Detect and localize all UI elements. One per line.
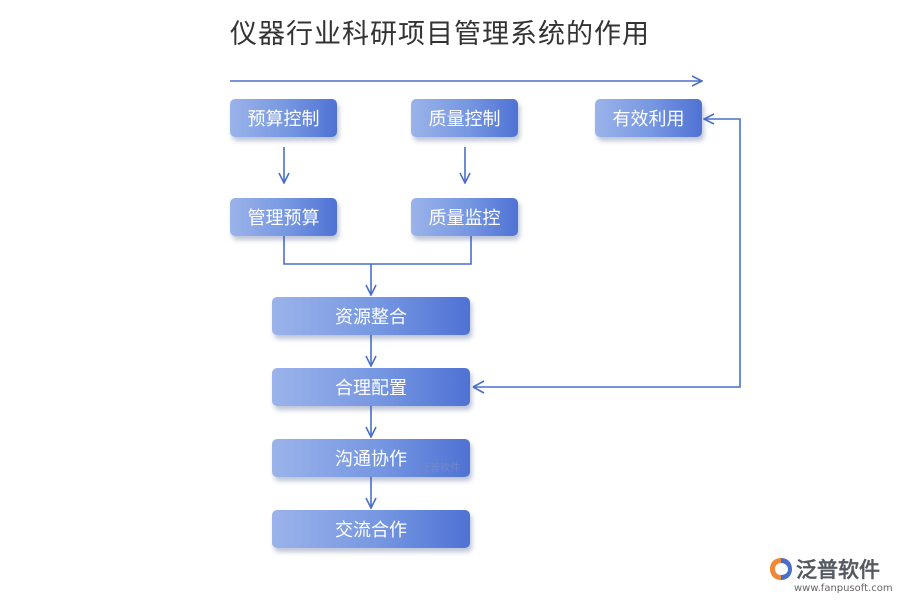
node-exchange: 交流合作 [272, 510, 470, 548]
node-budget-control: 预算控制 [230, 99, 337, 137]
diagram-title: 仪器行业科研项目管理系统的作用 [230, 19, 650, 50]
arrowhead-allocation-in [472, 380, 485, 388]
node-resource-integration: 资源整合 [272, 297, 470, 335]
feedback-connector [473, 119, 741, 388]
node-quality-control: 质量控制 [411, 99, 518, 137]
logo-url: www.fanpusoft.com [794, 583, 893, 594]
node-quality-monitoring: 质量监控 [411, 198, 518, 236]
logo-name: 泛普软件 [796, 558, 880, 582]
node-communication: 沟通协作 [272, 439, 470, 477]
logo-icon [770, 558, 792, 580]
node-budget-management: 管理预算 [230, 198, 337, 236]
watermark-text: 泛普软件 [420, 463, 460, 474]
brand-logo: 泛普软件 www.fanpusoft.com [768, 552, 894, 598]
merge-connector [283, 236, 472, 265]
node-rational-allocation: 合理配置 [272, 368, 470, 406]
arrowhead-allocation-in-2 [472, 386, 485, 394]
node-effective-use: 有效利用 [595, 99, 702, 137]
